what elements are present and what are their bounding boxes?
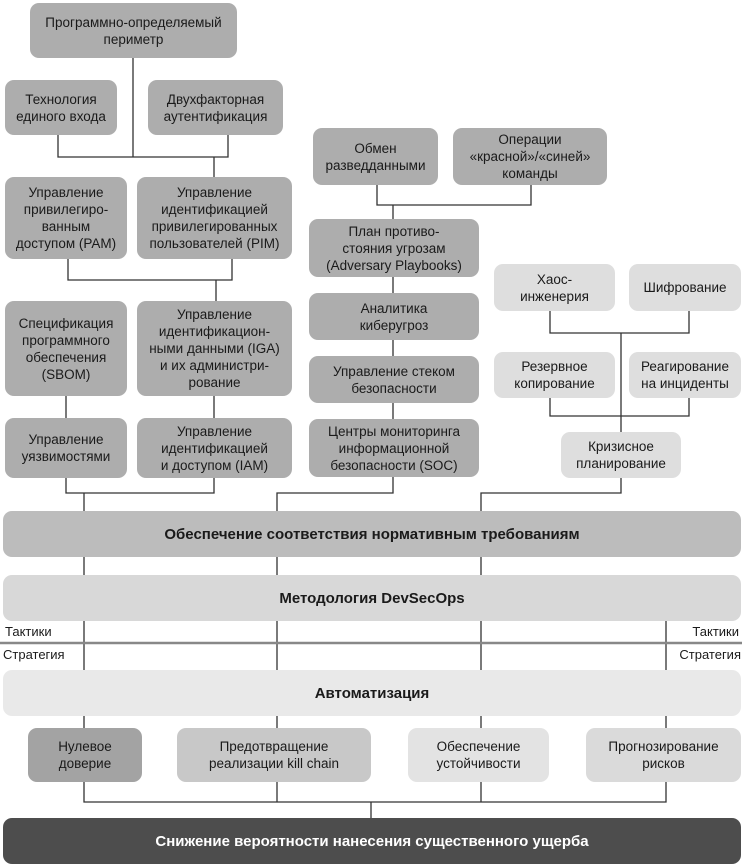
node-mfa: Двухфакторная аутентификация <box>148 80 283 135</box>
band-automation: Автоматизация <box>3 670 741 716</box>
node-iga: Управление идентификацион- ными данными … <box>137 301 292 396</box>
node-red-blue-team: Операции «красной»/«синей» команды <box>453 128 607 185</box>
strategy-label-right: Стратегия <box>679 647 741 662</box>
band-devsecops: Методология DevSecOps <box>3 575 741 621</box>
strategy-label-left: Стратегия <box>3 647 65 662</box>
band-goal: Снижение вероятности нанесения существен… <box>3 818 741 864</box>
node-soc: Центры мониторинга информационной безопа… <box>309 419 479 477</box>
node-iam: Управление идентификацией и доступом (IA… <box>137 418 292 478</box>
band-compliance: Обеспечение соответствия нормативным тре… <box>3 511 741 557</box>
node-incident-response: Реагирование на инциденты <box>629 352 741 398</box>
pillar-resilience: Обеспечение устойчивости <box>408 728 549 782</box>
pillar-risk-forecasting: Прогнозирование рисков <box>586 728 741 782</box>
node-backup: Резервное копирование <box>494 352 615 398</box>
node-intel-sharing: Обмен разведданными <box>313 128 438 185</box>
node-encryption: Шифрование <box>629 264 741 311</box>
node-adversary-playbooks: План противо- стояния угрозам (Adversary… <box>309 219 479 277</box>
node-threat-analytics: Аналитика киберугроз <box>309 293 479 340</box>
node-security-stack: Управление стеком безопасности <box>309 356 479 403</box>
pillar-zero-trust: Нулевое доверие <box>28 728 142 782</box>
node-vulnerability-management: Управление уязвимостями <box>5 418 127 478</box>
node-pim: Управление идентификацией привилегирован… <box>137 177 292 259</box>
node-software-defined-perimeter: Программно-определяемый периметр <box>30 3 237 58</box>
node-chaos-engineering: Хаос- инженерия <box>494 264 615 311</box>
node-pam: Управление привилегиро- ванным доступом … <box>5 177 127 259</box>
tactics-label-left: Тактики <box>5 624 52 639</box>
node-crisis-planning: Кризисное планирование <box>561 432 681 478</box>
node-sbom: Спецификация программного обеспечения (S… <box>5 301 127 396</box>
pillar-kill-chain: Предотвращение реализации kill chain <box>177 728 371 782</box>
node-sso: Технология единого входа <box>5 80 117 135</box>
tactics-label-right: Тактики <box>692 624 739 639</box>
